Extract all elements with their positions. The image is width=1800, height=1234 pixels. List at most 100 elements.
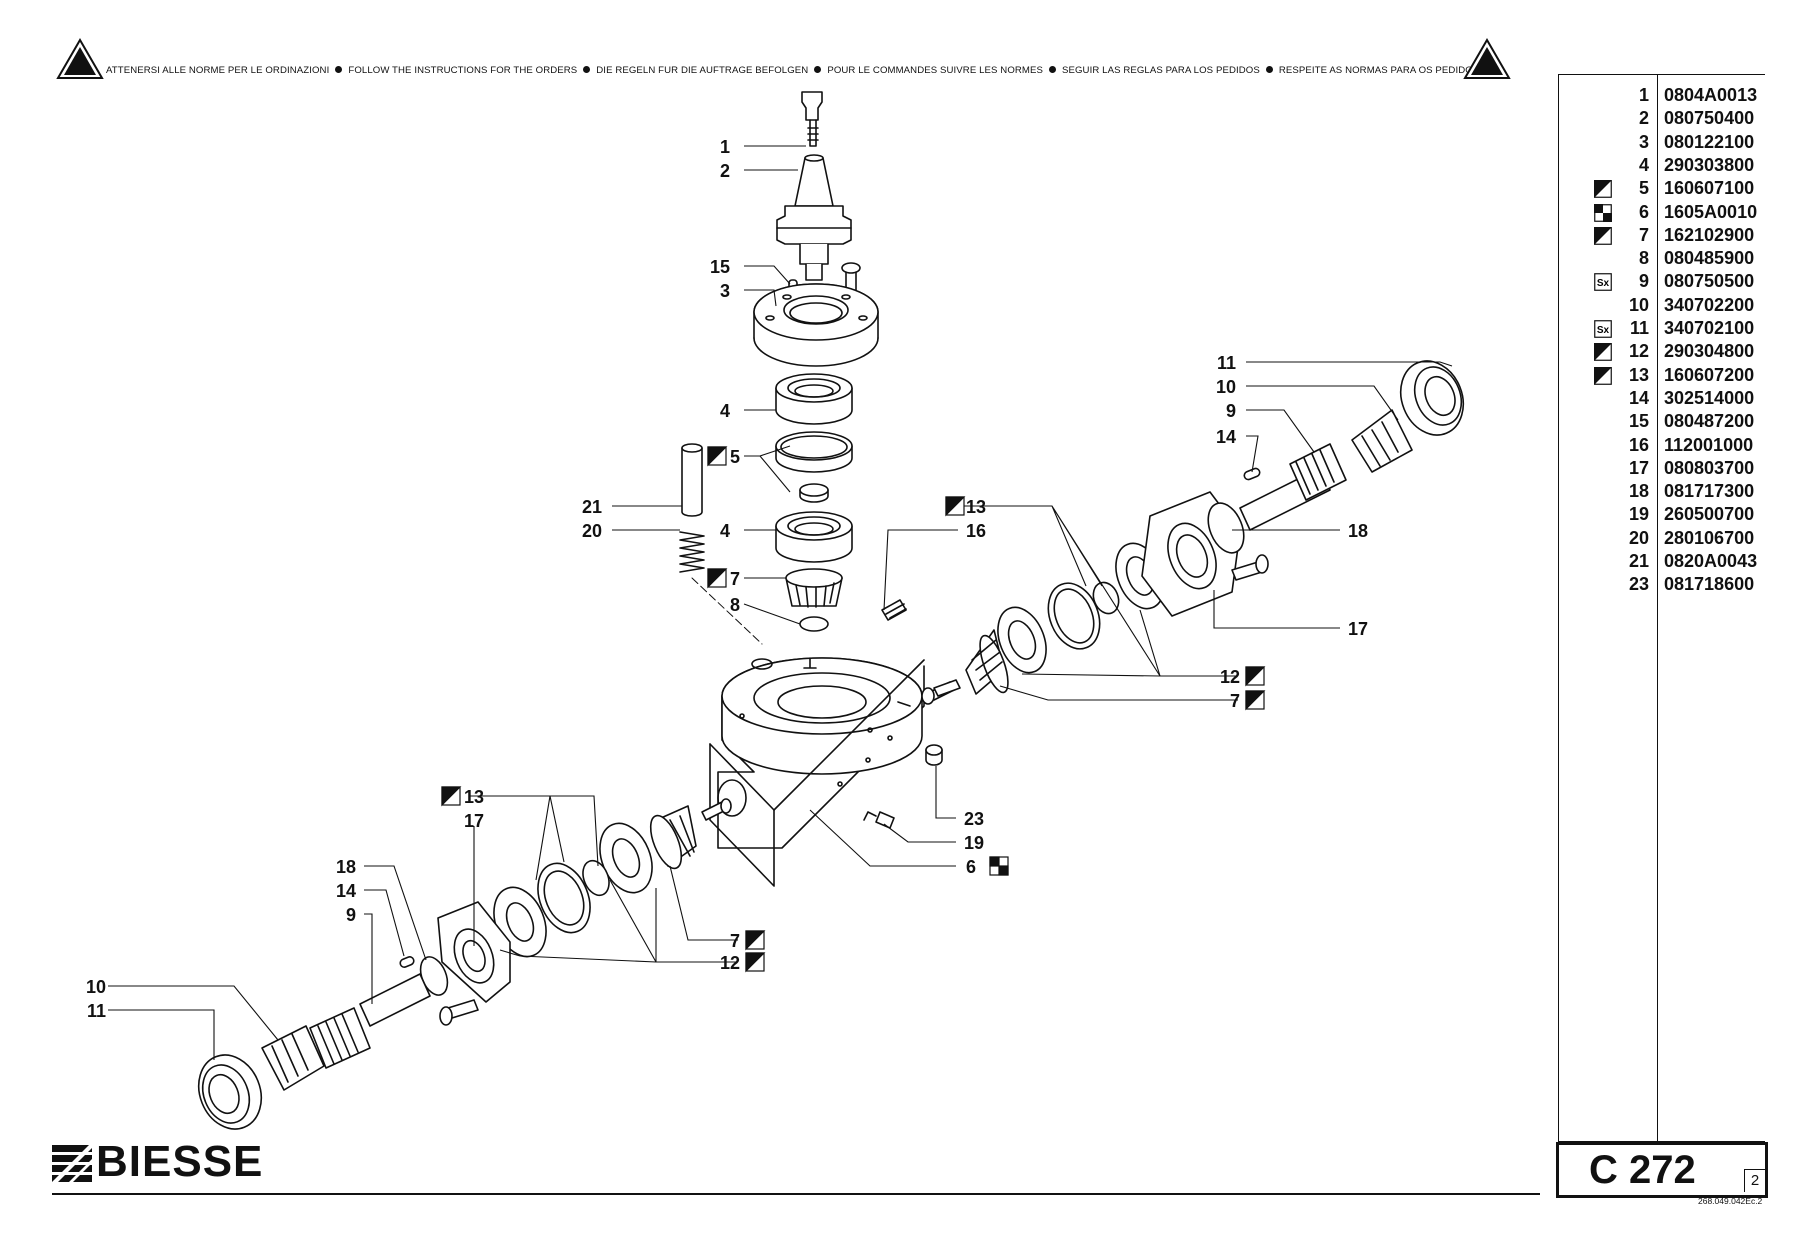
part-grease-nipple xyxy=(863,811,895,829)
part-position: 15 xyxy=(1628,411,1649,432)
part-code: 080750400 xyxy=(1664,108,1755,129)
part-shaft-right xyxy=(1239,443,1347,531)
parts-row: 5 160607100 xyxy=(1559,176,1765,199)
leader-lines xyxy=(108,145,1453,1060)
part-tool-holder-cone xyxy=(776,154,852,281)
callout-16: 16 xyxy=(966,521,986,541)
callout-6: 6 xyxy=(966,857,976,877)
part-position: 8 xyxy=(1638,248,1649,269)
bullet-icon xyxy=(1265,66,1273,73)
part-code: 0804A0013 xyxy=(1664,85,1758,105)
callout-9-left: 9 xyxy=(346,905,356,925)
callout-9-right: 9 xyxy=(1226,401,1236,421)
notice-de: DIE REGELN FUR DIE AUFTRAGE BEFOLGEN xyxy=(596,65,809,76)
callout-13-right: 13 xyxy=(966,497,986,517)
callout-11-right: 11 xyxy=(1217,353,1236,373)
part-bearing-lower xyxy=(775,511,853,563)
part-collet-right xyxy=(1351,409,1413,473)
half-fill-symbol-icon xyxy=(441,786,462,807)
part-plug xyxy=(925,744,943,766)
half-fill-symbol-icon xyxy=(1594,366,1612,385)
part-ring-right-1 xyxy=(1047,582,1101,650)
callout-23: 23 xyxy=(964,809,984,829)
part-code: 260500700 xyxy=(1664,504,1755,525)
sx-symbol-text: Sx xyxy=(1597,278,1610,289)
notice-it: ATTENERSI ALLE NORME PER LE ORDINAZIONI xyxy=(106,65,330,76)
parts-row: 15 080487200 xyxy=(1559,409,1765,432)
part-position: 19 xyxy=(1628,504,1649,525)
part-screw-tie-rod xyxy=(801,91,823,147)
callout-21: 21 xyxy=(582,497,602,517)
part-code: 080750500 xyxy=(1664,271,1755,292)
part-code: 0820A0043 xyxy=(1664,551,1758,571)
part-gear-screw-right xyxy=(921,679,961,705)
part-position: 14 xyxy=(1628,387,1649,408)
part-code: 290304800 xyxy=(1664,341,1755,362)
half-fill-symbol-icon xyxy=(1594,226,1612,245)
part-code: 080803700 xyxy=(1664,457,1755,478)
parts-row: 19 260500700 xyxy=(1559,502,1765,525)
part-gearbox-housing xyxy=(709,657,925,887)
parts-list-divider xyxy=(1657,75,1658,1141)
part-collet-left xyxy=(261,1025,325,1091)
callout-symbols xyxy=(441,446,1266,973)
part-code: 160607200 xyxy=(1664,364,1755,385)
callout-4-upper: 4 xyxy=(720,401,730,421)
callout-10-right: 10 xyxy=(1216,377,1236,397)
bullet-icon xyxy=(583,66,591,73)
part-spring xyxy=(679,531,705,573)
warning-triangle-icon xyxy=(56,38,104,79)
part-code: 160607100 xyxy=(1664,178,1755,199)
callout-3: 3 xyxy=(720,281,730,301)
part-position: 23 xyxy=(1628,574,1649,595)
callout-12-left: 12 xyxy=(720,953,740,973)
half-fill-symbol-icon xyxy=(1594,180,1612,199)
part-nut-left xyxy=(197,1054,263,1130)
notice-es: SEGUIR LAS REGLAS PARA LOS PEDIDOS xyxy=(1062,65,1260,76)
bullet-icon xyxy=(335,66,343,73)
brand-name: BIESSE xyxy=(96,1137,264,1186)
part-code: 340702100 xyxy=(1664,318,1755,338)
callout-7-right: 7 xyxy=(1230,691,1240,711)
callout-14-left: 14 xyxy=(336,881,356,901)
part-position: 5 xyxy=(1638,178,1649,199)
part-code: 290303800 xyxy=(1664,154,1755,175)
part-flange xyxy=(753,283,879,367)
document-reference: 268.049.042Ec.2 xyxy=(1698,1196,1763,1206)
parts-row: 13 160607200 xyxy=(1559,363,1765,386)
callout-17-left: 17 xyxy=(464,811,484,831)
biesse-stripes-logo-icon xyxy=(52,1145,92,1185)
part-ring-left-1 xyxy=(537,862,591,934)
part-nut-right xyxy=(1399,360,1465,436)
bullet-icon xyxy=(814,66,822,73)
part-code: 080487200 xyxy=(1664,411,1755,432)
callout-17-right: 17 xyxy=(1348,619,1368,639)
part-bevel-gear-right xyxy=(965,629,1009,695)
part-position: 13 xyxy=(1628,364,1649,385)
part-position: 21 xyxy=(1628,551,1649,571)
part-gear-screw-left xyxy=(701,798,732,821)
part-position: 20 xyxy=(1628,527,1649,548)
half-fill-symbol-icon xyxy=(745,952,766,973)
sx-symbol-text: Sx xyxy=(1597,325,1610,336)
callout-19: 19 xyxy=(964,833,984,853)
part-position: 7 xyxy=(1638,224,1649,245)
footer-rule xyxy=(52,1193,1540,1195)
part-flange-left xyxy=(437,901,511,1003)
part-position: 6 xyxy=(1638,201,1649,222)
